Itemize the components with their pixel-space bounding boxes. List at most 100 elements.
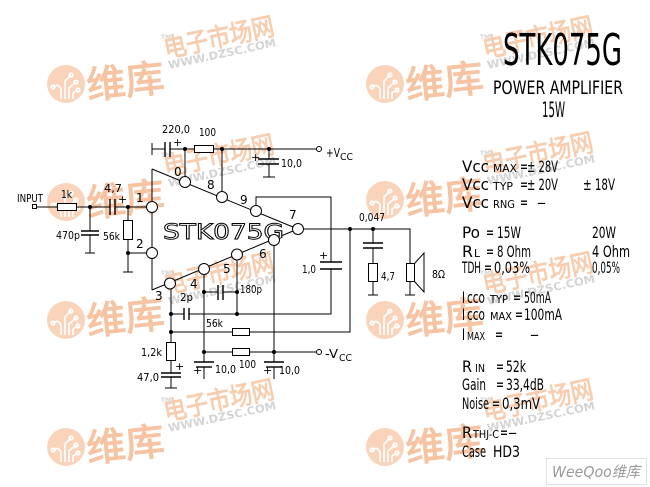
watermark-brand: 维库 [403,172,485,224]
spec-label-small: cco [467,288,485,307]
pin-number: 6 [259,247,267,261]
spec-label: R [462,357,472,376]
watermark-brand: 维库 [84,292,166,344]
capacitor-zobel-value: 0,047 [359,211,385,224]
pin-9 [250,205,262,217]
watermark-logo-icon [47,301,85,339]
spec-equals: = [520,193,528,212]
input-network: INPUT 1k 470p 4,7 + 56k [17,182,147,273]
capacitor-output-bypass-value: 1,0 [302,263,316,276]
spec-equals: = [486,223,494,242]
spec-label-sub: THJ-C [472,428,499,441]
spec-label: Vcc [462,175,489,194]
spec-equals: = [495,325,503,344]
circuit-logo-glyph-icon [50,435,81,462]
spec-row-rin: R IN = 52k [462,357,526,376]
spec-value: 0,03% [494,258,530,277]
watermark-logo-icon [47,65,85,103]
watermark-brand: 维库 [403,292,485,344]
speaker-impedance: 8Ω [432,268,445,281]
resistor-input [57,203,77,211]
pin-7 [292,223,304,235]
watermark-logo-icon [47,428,85,466]
spec-value: – [537,193,546,212]
capacitor-vcc-neg-pin4-value: 10,0 [215,363,236,376]
spec-value-alt: 0,05% [592,258,620,277]
watermark-brand: 维库 [84,56,166,108]
spec-value-alt: 4 Ohm [592,242,630,261]
pin-2 [146,247,158,259]
spec-row-gain: Gain = 33,4dB [462,375,544,394]
spec-value: 8 Ohm [497,242,531,261]
watermark: 维库 电子市场网 WWW.DZSC.COM TM [47,247,277,344]
pin-8 [216,191,228,203]
pin-number: 7 [289,208,297,222]
spec-label: Vcc [462,193,489,212]
spec-row-rl: R L = 8 Ohm 4 Ohm [462,242,630,261]
circuit-logo-glyph-icon [369,435,400,462]
spec-table: Vcc MAX = ± 28V Vcc TYP = ± 20V ± 18V Vc… [461,157,630,461]
vcc-pos-label: +V [326,146,341,160]
spec-label-sub: RNG [493,198,515,211]
spec-label-sub: MAX [467,330,485,343]
spec-row-icco-typ: I cco TYP = 50mA [462,288,551,307]
spec-equals: = [484,258,492,277]
spec-value: 15W [497,223,521,242]
output-network: 56k 0,047 4,7 8Ω [171,211,445,336]
watermark-logo-icon [366,65,404,103]
watermark-brand: 维库 [403,56,485,108]
spec-equals: = [513,288,521,307]
watermark-trademark: TM [161,397,171,404]
spec-label: I [462,325,465,344]
junction-dot [169,312,173,316]
spec-label-sub: IN [475,362,485,375]
pin-5 [231,248,243,261]
pin-3 [164,277,176,290]
resistor-zobel [368,263,378,282]
spec-label-sub: MAX [490,310,512,323]
resistor-input-bias [123,220,133,240]
polarity-mark: + [118,193,127,206]
spec-value: 52k [506,357,526,376]
spec-value-alt: 20W [592,223,616,242]
vcc-pos-terminal [316,146,322,152]
ic-pins [146,176,304,290]
spec-label: R [462,242,473,261]
capacitor-vcc-neg-pin6-value: 10,0 [279,364,300,377]
watermark-brand: 维库 [403,419,485,471]
spec-value: 100mA [524,305,562,324]
footer-logo-box [546,458,647,485]
spec-value-alt: ± 18V [583,175,615,194]
spec-label-sub: MAX [493,162,517,175]
spec-equals: = [520,157,528,176]
part-number-title: STK075G [503,25,622,76]
resistor-zobel-value: 4,7 [381,270,395,283]
rated-power: 15W [542,98,565,122]
spec-label-sub: TYP [492,180,513,193]
capacitor-bootstrap-value: 220,0 [162,123,190,136]
spec-label: Gain [462,375,486,394]
watermark-trademark: TM [480,397,490,404]
input-terminal [32,204,37,209]
watermark-logo-icon [366,428,404,466]
circuit-logo-glyph-icon [369,188,400,215]
resistor-bootstrap-value: 100 [199,126,216,139]
pin-numbers: 0 1 2 3 4 5 6 7 8 9 [136,165,297,303]
spec-value: 50mA [524,288,551,307]
junction-dot [169,330,173,334]
resistor-bootstrap [194,145,214,153]
spec-equals: = [496,357,504,376]
polarity-mark: + [173,136,182,149]
resistor-feedback-value: 56k [206,317,224,330]
pin-number: 0 [174,165,182,179]
vcc-neg-label: -V [325,347,339,361]
spec-row-rthj-c: R THJ-C = – [462,423,517,442]
watermark-brand: 维库 [84,419,166,471]
pin-number: 4 [190,277,198,291]
speaker-cone [414,251,425,294]
spec-label-sub: L [474,247,481,260]
polarity-mark: + [263,364,272,377]
spec-row-vcc-typ: Vcc TYP = ± 20V ± 18V [462,175,615,194]
